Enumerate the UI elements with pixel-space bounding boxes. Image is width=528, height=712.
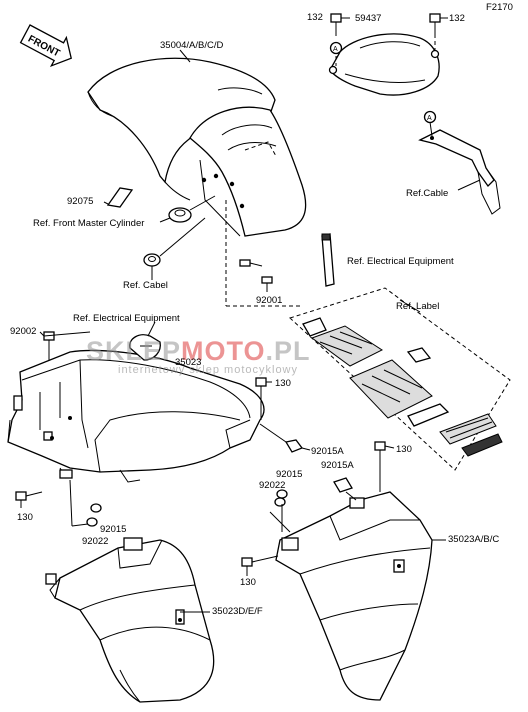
bolt-130-b-head bbox=[374, 441, 386, 451]
label-nut-92015A-b: 92015A bbox=[321, 460, 354, 471]
front-arrow-badge: FRONT bbox=[19, 24, 72, 68]
label-ref-electrical-upper: Ref. Electrical Equipment bbox=[347, 256, 454, 267]
label-screw-92001: 92001 bbox=[256, 295, 283, 306]
hose-clamp bbox=[168, 207, 192, 223]
rear-fender-right bbox=[275, 491, 433, 701]
label-bolt-130-a: 130 bbox=[275, 378, 291, 389]
label-bolt-130-bottom: 130 bbox=[240, 577, 256, 588]
diagram-code: F2170 bbox=[486, 2, 513, 13]
rear-fender-left bbox=[45, 537, 215, 703]
electrical-clip-lower bbox=[129, 334, 161, 361]
front-fender bbox=[87, 57, 307, 237]
rear-fender-front bbox=[7, 349, 265, 483]
label-washer-92015-a: 92015 bbox=[276, 469, 303, 480]
cable-grommet bbox=[143, 253, 161, 267]
label-nut-92015A-a: 92015A bbox=[311, 446, 344, 457]
label-front-fender: 35004/A/B/C/D bbox=[160, 40, 224, 51]
washer-92022-b bbox=[86, 517, 98, 527]
label-bracket-92075: 92075 bbox=[67, 196, 94, 207]
label-ref-label: Ref. Label bbox=[396, 301, 440, 312]
label-ref-cabel: Ref. Cabel bbox=[123, 280, 168, 291]
nut-92015A-b bbox=[333, 477, 353, 493]
callout-a-top bbox=[329, 41, 343, 55]
label-rear-fender-right: 35023A/B/C bbox=[448, 534, 500, 545]
washer-92015-b bbox=[90, 503, 102, 513]
bolt-132-left-head bbox=[330, 13, 342, 23]
washer-92015-a bbox=[276, 489, 288, 499]
label-ref-master-cylinder: Ref. Front Master Cylinder bbox=[33, 218, 145, 229]
label-ref-electrical-lower: Ref. Electrical Equipment bbox=[73, 313, 180, 324]
cable-bracket bbox=[418, 129, 501, 215]
label-rear-fender-left: 35023D/E/F bbox=[212, 606, 263, 617]
label-bolt-132-left: 132 bbox=[307, 12, 323, 23]
label-washer-92022-a: 92022 bbox=[259, 480, 286, 491]
label-washer-92015-b: 92015 bbox=[100, 524, 127, 535]
bracket-92075-shape bbox=[106, 187, 134, 208]
washer-92022-a bbox=[274, 497, 286, 507]
label-cover-59437: 59437 bbox=[355, 13, 382, 24]
label-rear-fender-front: 35023 bbox=[175, 357, 202, 368]
svg-text:A: A bbox=[427, 115, 432, 122]
bolt-132-right-head bbox=[429, 13, 441, 23]
label-bolt-132-right: 132 bbox=[449, 13, 465, 24]
label-bolt-130-b: 130 bbox=[396, 444, 412, 455]
label-washer-92022-b: 92022 bbox=[82, 536, 109, 547]
bolt-130-left-head bbox=[15, 491, 27, 501]
screw-92001 bbox=[239, 259, 273, 292]
label-bolt-130-left: 130 bbox=[17, 512, 33, 523]
nut-92015A-a bbox=[284, 439, 304, 453]
label-ref-cable: Ref.Cable bbox=[406, 188, 449, 199]
bolt-130-bottom-head bbox=[241, 557, 253, 567]
electrical-strap bbox=[321, 233, 335, 287]
cover-59437 bbox=[328, 33, 440, 96]
label-bolt-92002: 92002 bbox=[10, 326, 37, 337]
label-panel bbox=[289, 287, 511, 471]
svg-text:A: A bbox=[333, 46, 338, 53]
